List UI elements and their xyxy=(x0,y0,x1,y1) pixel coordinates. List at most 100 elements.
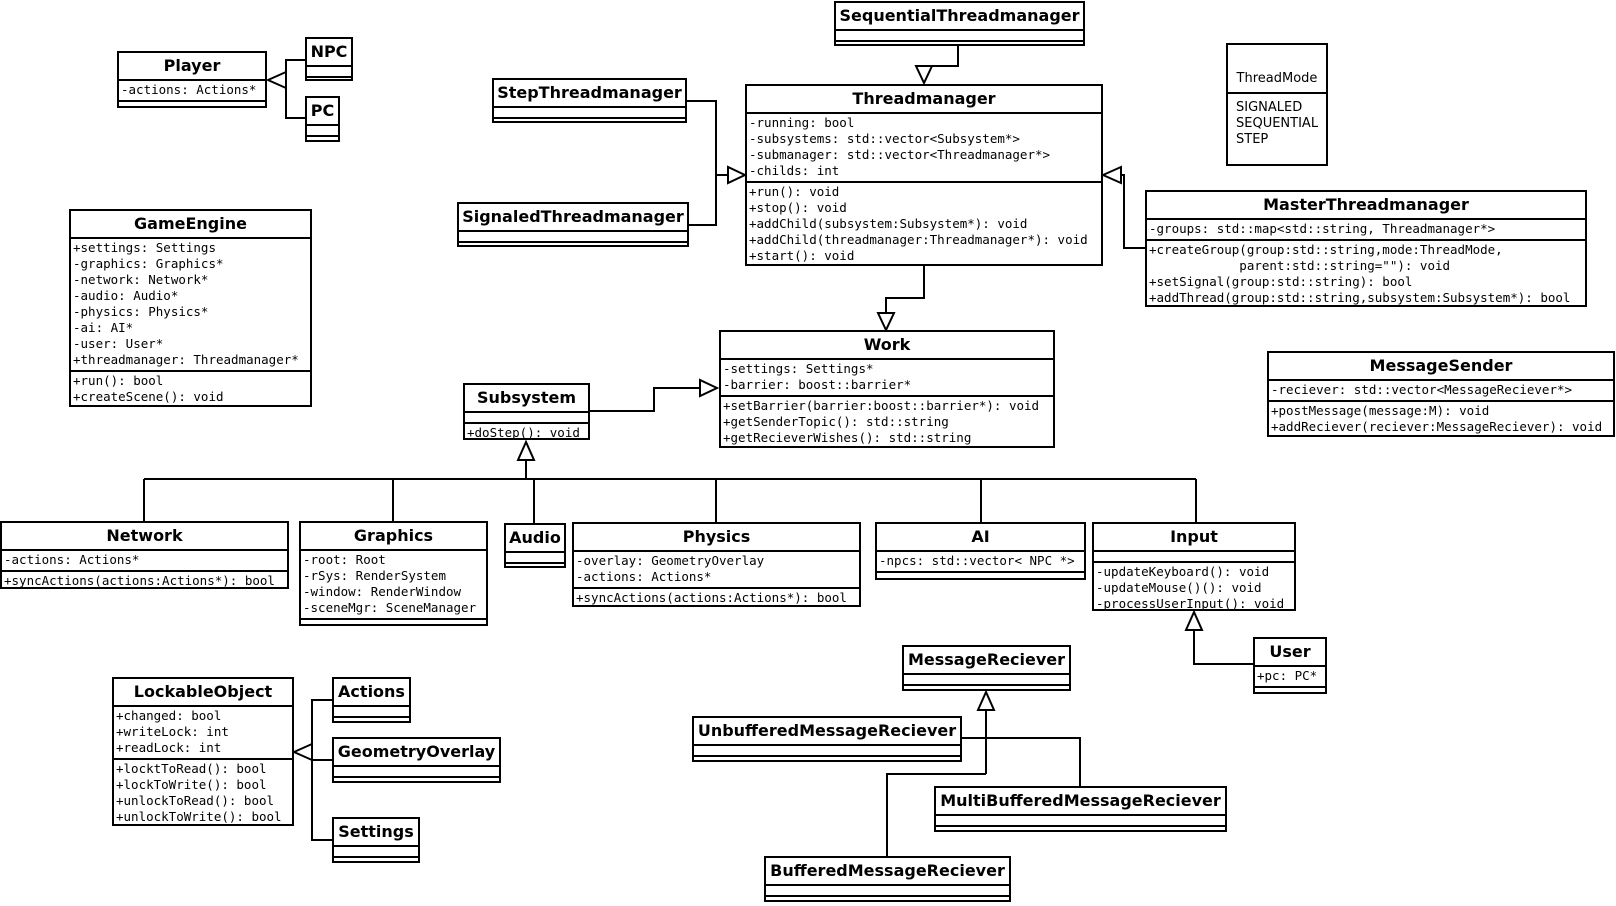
connector-subsystem-work xyxy=(590,387,700,412)
class-message-sender: MessageSender -reciever: std::vector<Mes… xyxy=(1267,351,1615,437)
attributes-section: -running: bool -subsystems: std::vector<… xyxy=(747,114,1101,183)
operations-section xyxy=(301,620,486,629)
enum-thread-mode: ThreadMode SIGNALED SEQUENTIAL STEP xyxy=(1226,43,1328,166)
arrowhead-threadmanager-top xyxy=(914,65,934,86)
enum-literal: STEP xyxy=(1236,132,1269,147)
operation: +syncActions(actions:Actions*): bool xyxy=(4,573,275,588)
operations-section xyxy=(877,573,1084,582)
operation: +run(): bool xyxy=(73,373,164,388)
operations-section xyxy=(936,827,1225,836)
connector-user-input xyxy=(1193,630,1254,665)
attribute: +settings: Settings xyxy=(73,240,216,255)
operation: +addThread(group:std::string,subsystem:S… xyxy=(1149,290,1571,305)
operations-section xyxy=(119,102,265,111)
class-master-threadmanager: MasterThreadmanager -groups: std::map<st… xyxy=(1145,190,1587,307)
class-name: GameEngine xyxy=(71,211,310,239)
attributes-section: +pc: PC* xyxy=(1255,667,1325,688)
class-name: Subsystem xyxy=(465,385,588,413)
connector-threadmanager-work xyxy=(885,265,925,313)
operations-section xyxy=(334,718,409,727)
arrowhead-lockable xyxy=(291,742,313,762)
attribute: -running: bool xyxy=(749,115,855,130)
arrowhead-threadmanager-left xyxy=(727,165,748,185)
arrowhead-work-top xyxy=(876,312,896,333)
class-ai: AI -npcs: std::vector< NPC *> xyxy=(875,522,1086,580)
class-name: Network xyxy=(2,523,287,551)
attributes-section xyxy=(459,232,687,243)
class-name: Graphics xyxy=(301,523,486,551)
class-name: AI xyxy=(877,524,1084,552)
attributes-section xyxy=(307,126,338,137)
operation: +unlockToWrite(): bool xyxy=(116,809,282,824)
attributes-section: -groups: std::map<std::string, Threadman… xyxy=(1147,220,1585,241)
class-name: Input xyxy=(1094,524,1294,552)
attribute: -submanager: std::vector<Threadmanager*> xyxy=(749,147,1051,162)
class-name: Actions xyxy=(334,679,409,707)
operations-section: +run(): bool +createScene(): void xyxy=(71,372,310,407)
attributes-section xyxy=(334,847,418,858)
class-name: SignaledThreadmanager xyxy=(459,204,687,232)
operation: +getRecieverWishes(): std::string xyxy=(723,430,972,445)
class-name: User xyxy=(1255,639,1325,667)
attribute: +pc: PC* xyxy=(1257,668,1318,683)
operations-section xyxy=(766,897,1009,906)
operation: +postMessage(message:M): void xyxy=(1271,403,1490,418)
class-name: MessageSender xyxy=(1269,353,1613,381)
arrowhead-player xyxy=(265,70,287,90)
class-lockable-object: LockableObject +changed: bool +writeLock… xyxy=(112,677,294,826)
class-message-reciever: MessageReciever xyxy=(902,645,1071,691)
class-name: MasterThreadmanager xyxy=(1147,192,1585,220)
attributes-section xyxy=(334,707,409,718)
operation: +unlockToRead(): bool xyxy=(116,793,275,808)
attributes-section: -reciever: std::vector<MessageReciever*> xyxy=(1269,381,1613,402)
class-step-threadmanager: StepThreadmanager xyxy=(492,78,687,123)
class-audio: Audio xyxy=(504,523,566,568)
attributes-section xyxy=(766,886,1009,897)
class-geometry-overlay: GeometryOverlay xyxy=(332,737,501,783)
attribute: -sceneMgr: SceneManager xyxy=(303,600,477,615)
operations-section xyxy=(307,78,351,87)
class-actions: Actions xyxy=(332,677,411,723)
attribute: -overlay: GeometryOverlay xyxy=(576,553,765,568)
operation: +lockToWrite(): bool xyxy=(116,777,267,792)
attribute: -groups: std::map<std::string, Threadman… xyxy=(1149,221,1496,236)
operations-section xyxy=(836,42,1083,51)
class-name: LockableObject xyxy=(114,679,292,707)
operations-section: +doStep(): void xyxy=(465,424,588,443)
operation: +run(): void xyxy=(749,184,840,199)
class-name: PC xyxy=(307,98,338,126)
operations-section: +postMessage(message:M): void +addReciev… xyxy=(1269,402,1613,437)
connector-unbuffered-reciever xyxy=(961,737,1081,790)
operations-section: +syncActions(actions:Actions*): bool xyxy=(574,589,859,608)
class-network: Network -actions: Actions* +syncActions(… xyxy=(0,521,289,589)
class-input: Input -updateKeyboard(): void -updateMou… xyxy=(1092,522,1296,611)
class-signaled-threadmanager: SignaledThreadmanager xyxy=(457,202,689,247)
class-player: Player -actions: Actions* xyxy=(117,51,267,108)
attribute: +readLock: int xyxy=(116,740,222,755)
operation: parent:std::string=""): void xyxy=(1149,258,1451,273)
attributes-section xyxy=(465,413,588,424)
operations-section: +setBarrier(barrier:boost::barrier*): vo… xyxy=(721,397,1053,448)
operations-section: +locktToRead(): bool +lockToWrite(): boo… xyxy=(114,760,292,827)
class-name: MultiBufferedMessageReciever xyxy=(936,788,1225,816)
class-name: UnbufferedMessageReciever xyxy=(694,718,960,746)
operations-section xyxy=(1255,688,1325,697)
attributes-section xyxy=(836,31,1083,42)
operations-section: +createGroup(group:std::string,mode:Thre… xyxy=(1147,241,1585,308)
class-game-engine: GameEngine +settings: Settings -graphics… xyxy=(69,209,312,407)
attributes-section: -actions: Actions* xyxy=(119,81,265,102)
attributes-section xyxy=(506,553,564,564)
operation: +createScene(): void xyxy=(73,389,224,404)
enum-name: ThreadMode xyxy=(1228,45,1326,94)
enum-literal: SEQUENTIAL xyxy=(1236,116,1319,131)
operations-section xyxy=(459,243,687,252)
class-name: Player xyxy=(119,53,265,81)
attribute: -physics: Physics* xyxy=(73,304,209,319)
operation: +createGroup(group:std::string,mode:Thre… xyxy=(1149,242,1503,257)
attributes-section: +settings: Settings -graphics: Graphics*… xyxy=(71,239,310,372)
class-name: BufferedMessageReciever xyxy=(766,858,1009,886)
attribute: +changed: bool xyxy=(116,708,222,723)
attributes-section xyxy=(334,767,499,778)
